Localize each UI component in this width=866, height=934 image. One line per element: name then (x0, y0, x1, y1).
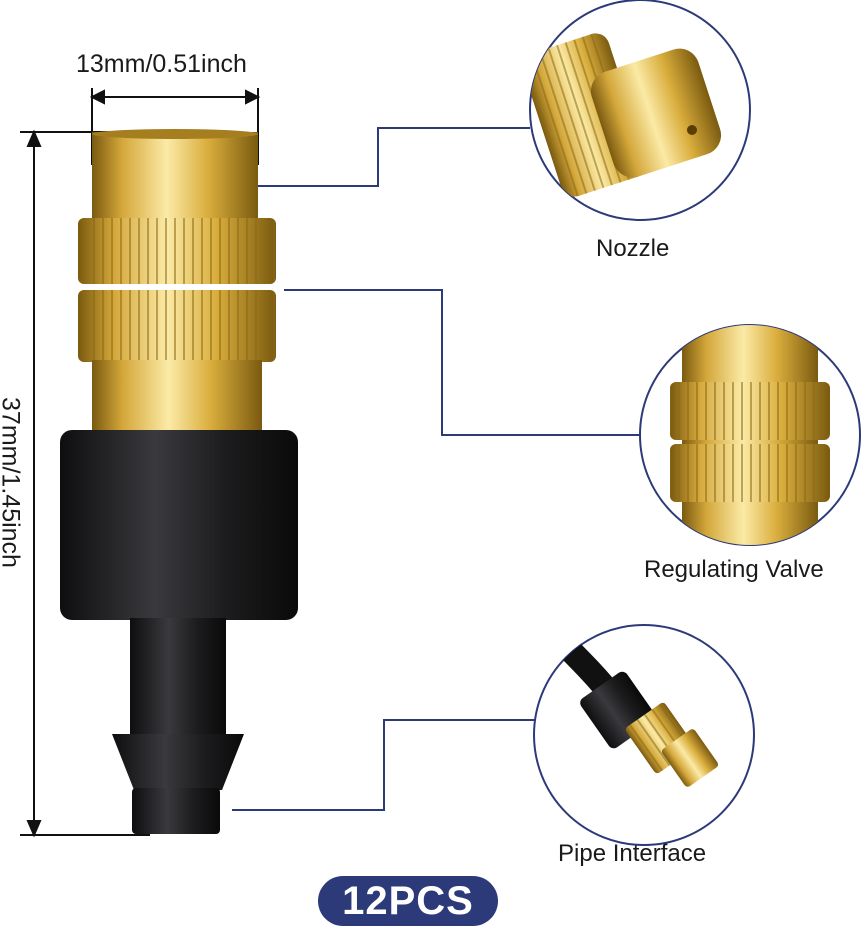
nozzle-detail-circle (529, 0, 751, 221)
callout-lines (232, 127, 640, 811)
pipe-detail-circle (533, 624, 755, 846)
nozzle-label: Nozzle (596, 235, 670, 262)
quantity-badge: 12PCS (318, 876, 498, 926)
pipe-interface-label: Pipe Interface (558, 840, 707, 867)
dimension-height (20, 129, 150, 838)
regulating-valve-label: Regulating Valve (644, 556, 824, 583)
valve-detail-circle (639, 324, 861, 546)
width-dimension-label: 13mm/0.51inch (76, 50, 247, 78)
sprinkler-product (60, 129, 298, 834)
height-dimension-label: 37mm/1.45inch (0, 397, 25, 568)
